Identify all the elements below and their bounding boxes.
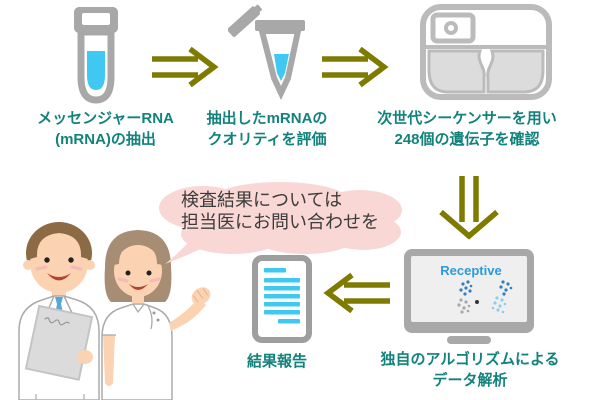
arrow-left-icon	[323, 272, 390, 314]
clipboard-scribble	[44, 317, 70, 326]
nurse-mouth	[129, 284, 148, 290]
speech-bubble-text: 検査結果については 担当医にお問い合わせを	[181, 190, 379, 232]
speech-bubble	[159, 182, 402, 264]
scatter-cluster-gray	[457, 298, 471, 314]
step-label-analyze: 独自のアルゴリズムによる データ解析	[380, 351, 560, 389]
arrow-down-icon	[439, 176, 499, 240]
report-document-icon	[252, 255, 312, 343]
monitor-screen	[411, 256, 527, 322]
doctor-legs	[35, 394, 85, 400]
arrow-right-1-icon	[152, 46, 219, 88]
nurse-figure	[101, 230, 211, 400]
monitor-stand	[447, 336, 491, 344]
nurse-hanging-arm	[103, 335, 115, 386]
doctor-mouth	[47, 273, 71, 281]
doctor-hair-front	[29, 225, 89, 259]
tube-open-lid	[228, 4, 263, 37]
step-label-extract: メッセンジャーRNA (mRNA)の抽出	[37, 110, 174, 148]
tube-liquid	[274, 54, 289, 81]
nurse-palm	[191, 287, 211, 305]
sample-tube-icon	[228, 4, 305, 100]
tube-liquid	[87, 51, 105, 90]
receptive-logo-text: Receptive	[440, 263, 501, 278]
scatter-cluster-blue-1	[459, 280, 473, 296]
test-tube-icon	[74, 7, 118, 104]
scatter-black-dot	[475, 300, 479, 304]
nurse-eye-right	[146, 270, 152, 276]
sequencer-left-panel	[427, 49, 486, 94]
step-label-quality: 抽出したmRNAの クオリティを評価	[206, 110, 328, 148]
nurse-snap-1	[152, 311, 156, 315]
nurse-blush	[117, 277, 161, 283]
doctor-eye-left	[44, 257, 50, 263]
doctor-hand	[77, 350, 93, 364]
nurse-eye-left	[125, 270, 131, 276]
nurse-face	[114, 245, 162, 297]
nurse-bangs	[112, 236, 164, 265]
doctor-eye-right	[68, 257, 74, 263]
doctor-neck	[52, 290, 66, 299]
doctor-blush	[35, 265, 83, 271]
tube-cap-slot	[82, 13, 110, 25]
nurse-snap-2	[156, 318, 160, 322]
speech-bubble-tail	[165, 240, 211, 264]
sequencer-right-panel	[486, 49, 545, 94]
nurse-neck	[132, 294, 144, 303]
arrow-right-2-icon	[322, 46, 389, 88]
analysis-monitor-icon: Receptive	[404, 249, 534, 344]
doctor-and-nurse-illustration	[18, 222, 211, 400]
scatter-cluster-lightblue	[491, 296, 507, 314]
document-text-lines	[264, 268, 300, 324]
doctor-face	[30, 233, 88, 293]
scatter-cluster-blue-2	[499, 280, 513, 296]
sequencer-icon	[420, 4, 552, 100]
nurse-collar	[132, 303, 153, 330]
nurse-raised-arm	[169, 298, 206, 331]
step-label-sequence: 次世代シーケンサーを用い 248個の遺伝子を確認	[377, 110, 557, 148]
step-label-report: 結果報告	[246, 353, 307, 370]
sequencer-lens	[448, 25, 454, 31]
clipboard	[24, 304, 94, 381]
